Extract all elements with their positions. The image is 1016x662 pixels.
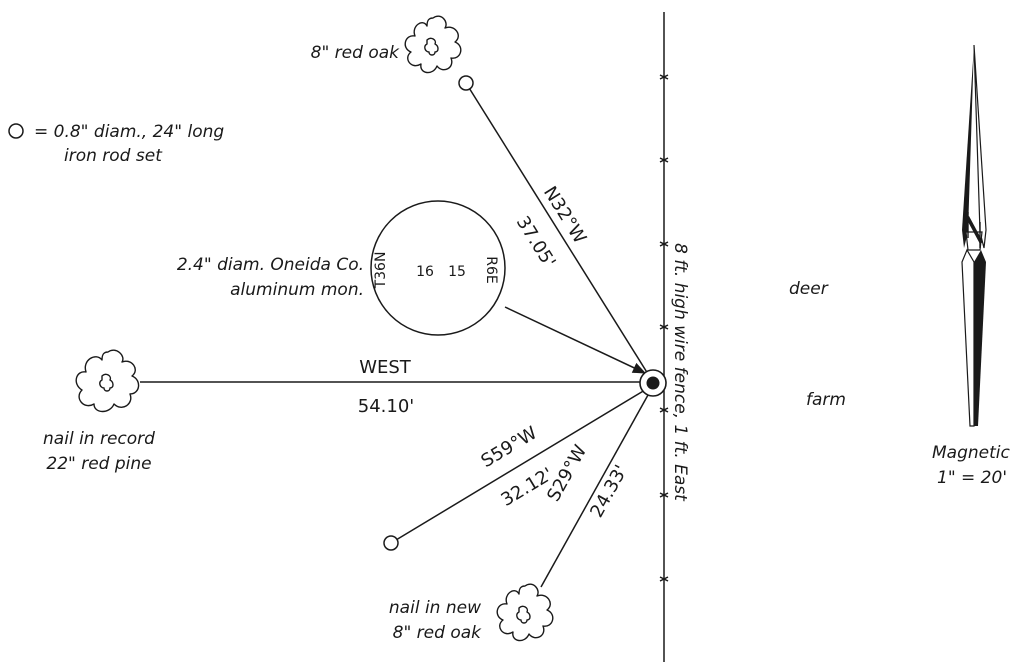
iron-rod-north <box>458 75 474 91</box>
legend-line-1: = 0.8" diam., 24" long <box>34 122 224 142</box>
tree-red-pine-icon <box>75 349 140 413</box>
pine-label-2: 22" red pine <box>46 454 151 474</box>
monument-section-left: 16 <box>416 264 434 280</box>
tree-south-oak-icon <box>496 583 554 642</box>
north-arrow-label: Magnetic <box>932 443 1010 463</box>
monument-label-2: aluminum mon. <box>230 280 364 300</box>
north-arrow-icon <box>961 44 987 427</box>
north-oak-label: 8" red oak <box>311 43 401 63</box>
south-oak-label-1: nail in new <box>389 598 481 618</box>
distance-west: 54.10' <box>358 396 414 417</box>
bearing-north: N32°W <box>539 183 590 248</box>
deer-label: deer <box>789 279 829 299</box>
south-oak-label-2: 8" red oak <box>393 623 483 643</box>
fence-ticks <box>659 74 669 582</box>
distance-ssw: 24.33' <box>586 462 632 522</box>
monument-circle <box>370 200 506 336</box>
tie-line-north <box>465 82 654 383</box>
corner-dot <box>646 376 660 390</box>
tie-line-ssw <box>540 394 649 588</box>
tie-line-sw <box>395 389 646 541</box>
monument-section-right: 15 <box>448 264 466 280</box>
fence-label: 8 ft. high wire fence, 1 ft. East <box>670 243 690 502</box>
legend-line-2: iron rod set <box>64 146 163 166</box>
monument-pointer <box>504 306 647 374</box>
farm-label: farm <box>806 390 846 410</box>
pine-label-1: nail in record <box>43 429 155 449</box>
monument-township: T36N <box>373 252 389 290</box>
legend-rod-symbol <box>8 123 24 139</box>
bearing-west: WEST <box>359 357 412 378</box>
iron-rod-sw <box>383 535 399 551</box>
monument-label-1: 2.4" diam. Oneida Co. <box>177 255 364 275</box>
bearing-sw: S59°W <box>478 422 541 472</box>
tree-north-oak-icon <box>404 15 462 74</box>
scale-label: 1" = 20' <box>937 468 1007 488</box>
monument-range: R6E <box>483 256 499 283</box>
